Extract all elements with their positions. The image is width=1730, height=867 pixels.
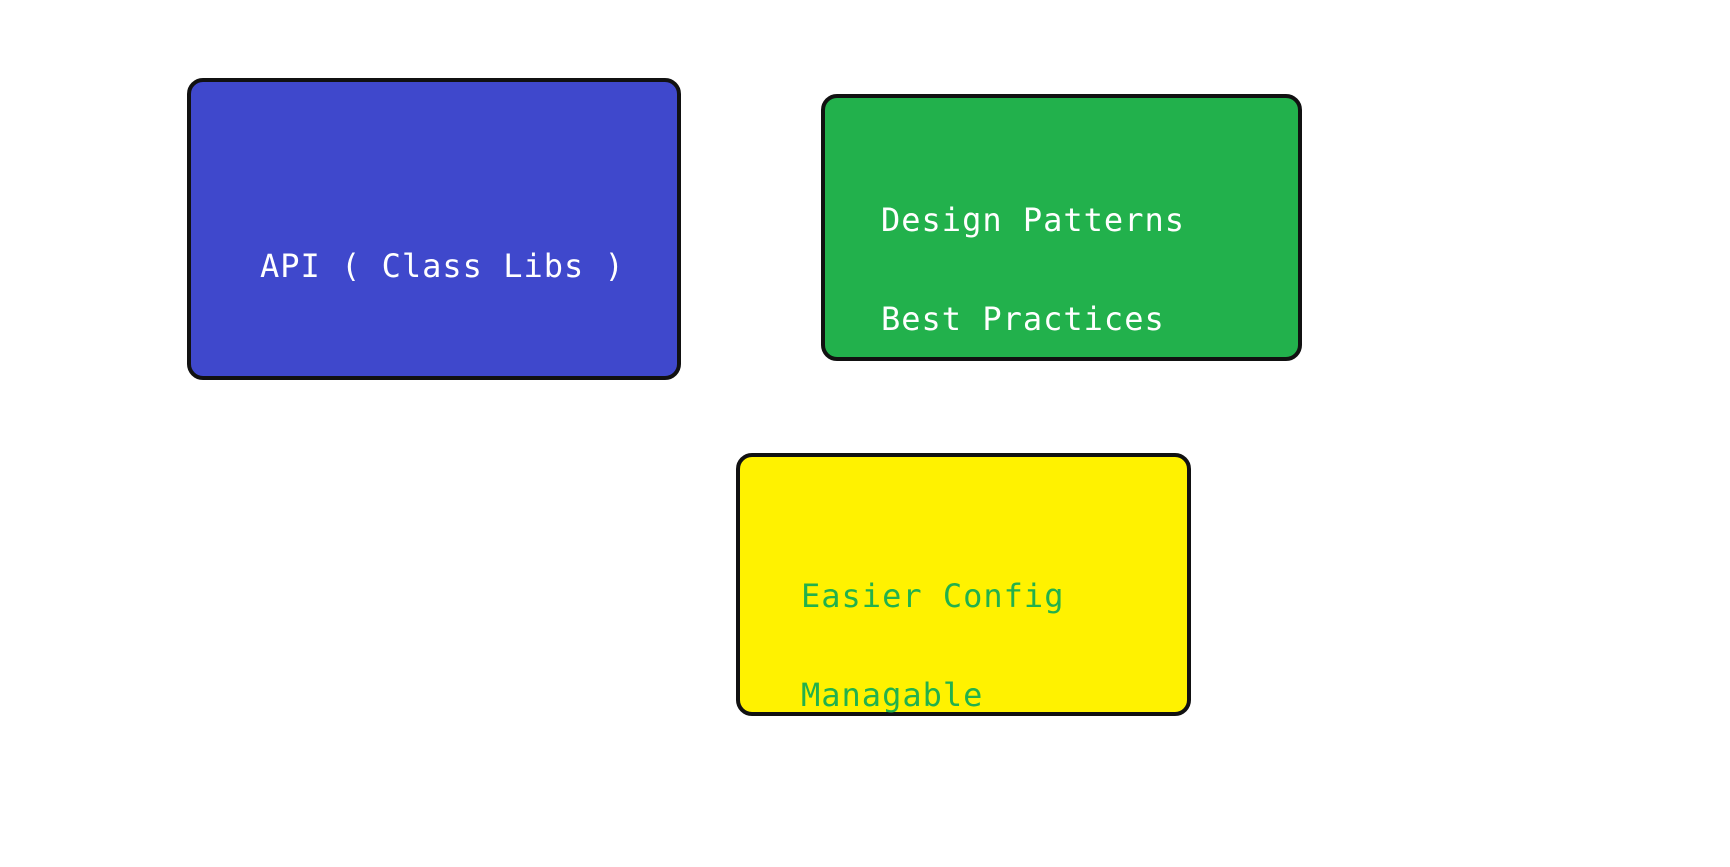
design-patterns-line: Design Patterns [881, 201, 1185, 239]
managable-line: Managable [801, 676, 984, 714]
best-practices-line: Best Practices [881, 300, 1165, 338]
easier-config-box-label: Easier Config Managable [801, 514, 1064, 778]
design-patterns-box-label: Design Patterns Best Practices [881, 138, 1185, 402]
design-patterns-box: Design Patterns Best Practices [821, 94, 1302, 361]
easier-config-box: Easier Config Managable [736, 453, 1191, 716]
easier-config-line: Easier Config [801, 577, 1065, 615]
api-box: API ( Class Libs ) [187, 78, 681, 380]
api-box-label: API ( Class Libs ) [260, 184, 625, 349]
api-box-line-1: API ( Class Libs ) [260, 247, 625, 285]
